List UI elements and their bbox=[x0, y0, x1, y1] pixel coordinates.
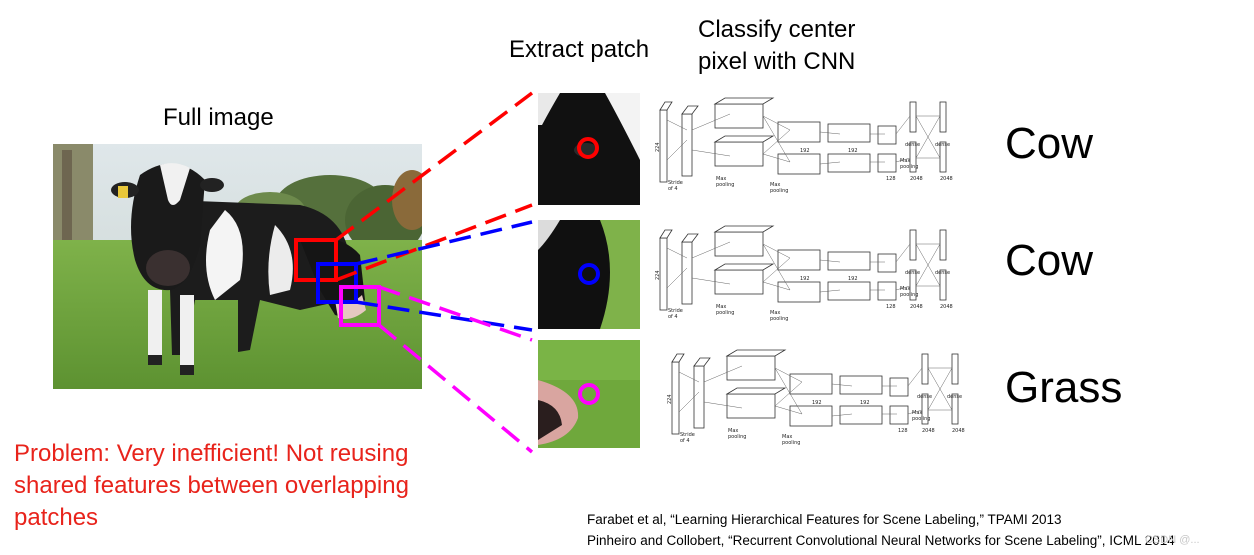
cnn-diagram-3 bbox=[666, 349, 966, 447]
connector-blue-bottom bbox=[355, 300, 533, 332]
citation-1: Farabet et al, “Learning Hierarchical Fe… bbox=[587, 512, 1062, 527]
connector-magenta-top bbox=[378, 285, 533, 342]
watermark: CSDN @... bbox=[1145, 534, 1200, 546]
patch-box-magenta bbox=[339, 285, 381, 327]
connector-red-top bbox=[334, 91, 534, 242]
connector-magenta-bottom bbox=[377, 323, 534, 454]
connector-red-bottom bbox=[335, 203, 533, 282]
cnn-diagram-2 bbox=[654, 225, 954, 323]
patch-1-center-marker bbox=[577, 137, 599, 159]
patch-3-image bbox=[538, 340, 640, 448]
citations: Farabet et al, “Learning Hierarchical Fe… bbox=[587, 509, 1175, 551]
full-image-heading: Full image bbox=[163, 104, 274, 131]
problem-statement: Problem: Very inefficient! Not reusing s… bbox=[14, 440, 409, 531]
patch-box-blue bbox=[316, 262, 358, 304]
class-label-3: Grass bbox=[1005, 363, 1123, 412]
patch-2-image bbox=[538, 220, 640, 329]
patch-1-image bbox=[538, 93, 640, 205]
cnn-diagram-1 bbox=[654, 97, 954, 195]
patch-3-center-marker bbox=[578, 383, 600, 405]
extract-patch-heading: Extract patch bbox=[509, 36, 650, 63]
class-label-2: Cow bbox=[1005, 236, 1094, 285]
patch-2-center-marker bbox=[578, 263, 600, 285]
citation-2: Pinheiro and Collobert, “Recurrent Convo… bbox=[587, 533, 1175, 548]
classify-heading: Classify center pixel with CNN bbox=[698, 14, 855, 78]
class-label-1: Cow bbox=[1005, 119, 1094, 168]
classify-heading-line2: pixel with CNN bbox=[698, 48, 856, 75]
classify-heading-line1: Classify center bbox=[698, 16, 856, 43]
